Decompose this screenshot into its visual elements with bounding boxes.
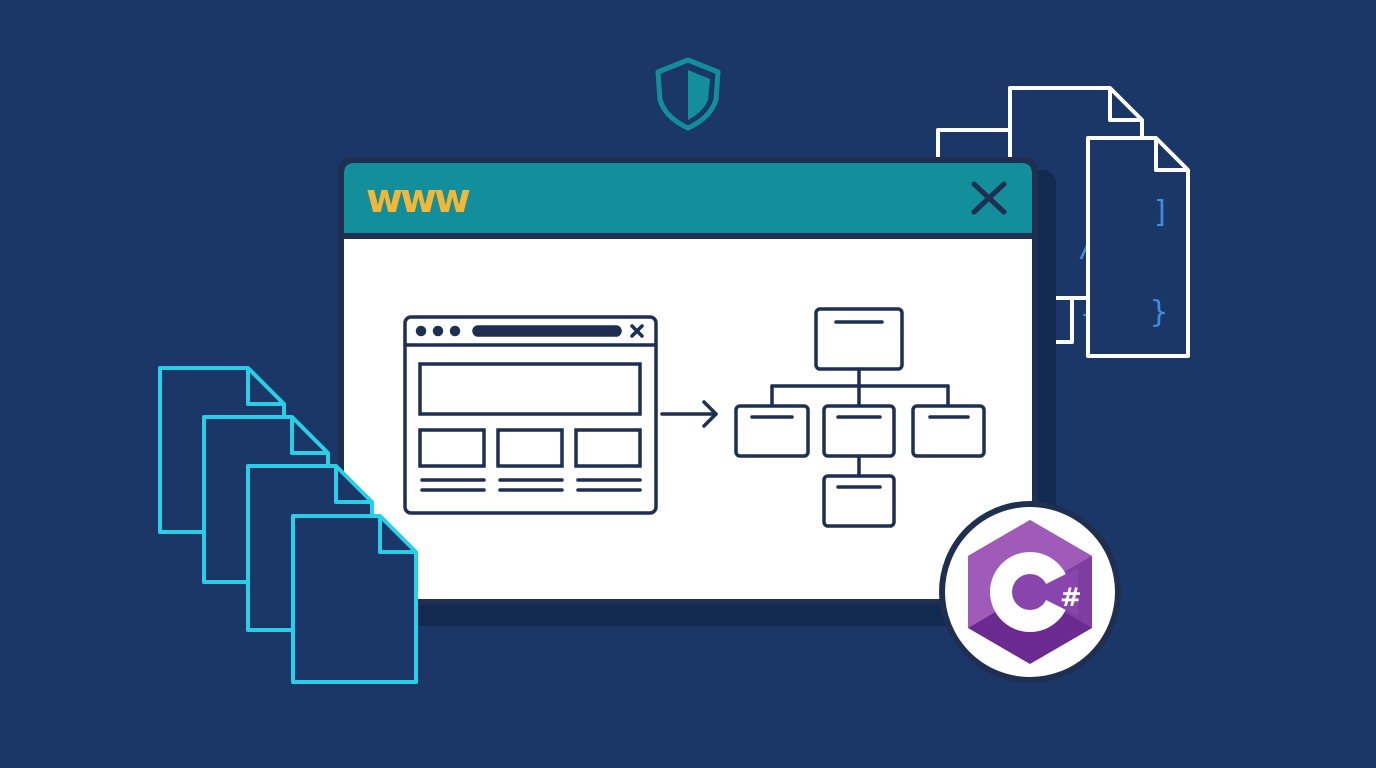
tree-root-node	[814, 307, 904, 371]
wireframe-close-icon	[630, 324, 644, 338]
close-icon[interactable]	[971, 181, 1007, 215]
wireframe-address-bar	[472, 325, 622, 337]
code-file-front: ] }	[1086, 136, 1190, 358]
wireframe-hero	[418, 362, 642, 416]
csharp-symbol: #	[1060, 583, 1082, 613]
code-file-front-line-1: ]	[1152, 195, 1170, 230]
browser-window: www	[338, 157, 1056, 626]
csharp-logo: #	[939, 501, 1121, 683]
window-dot-2	[432, 325, 444, 337]
sitemap-tree	[734, 307, 986, 528]
shield-icon	[655, 57, 721, 131]
wireframe-card-1	[418, 428, 486, 468]
arrow-right-icon	[660, 400, 718, 428]
tree-child-node-3	[911, 404, 986, 458]
webpage-wireframe	[403, 315, 658, 515]
tree-child-node-2	[822, 404, 896, 458]
tree-child-node-1	[734, 404, 810, 458]
file-stack	[158, 366, 418, 684]
window-dot-3	[449, 325, 461, 337]
file-icon-4	[291, 514, 418, 684]
wireframe-card-2	[496, 428, 564, 468]
wireframe-card-3	[574, 428, 642, 468]
tree-grandchild-node	[822, 474, 896, 528]
code-file-front-line-2: }	[1150, 295, 1168, 330]
window-dot-1	[415, 325, 427, 337]
address-text: www	[366, 176, 470, 222]
browser-title-bar	[338, 157, 1038, 239]
